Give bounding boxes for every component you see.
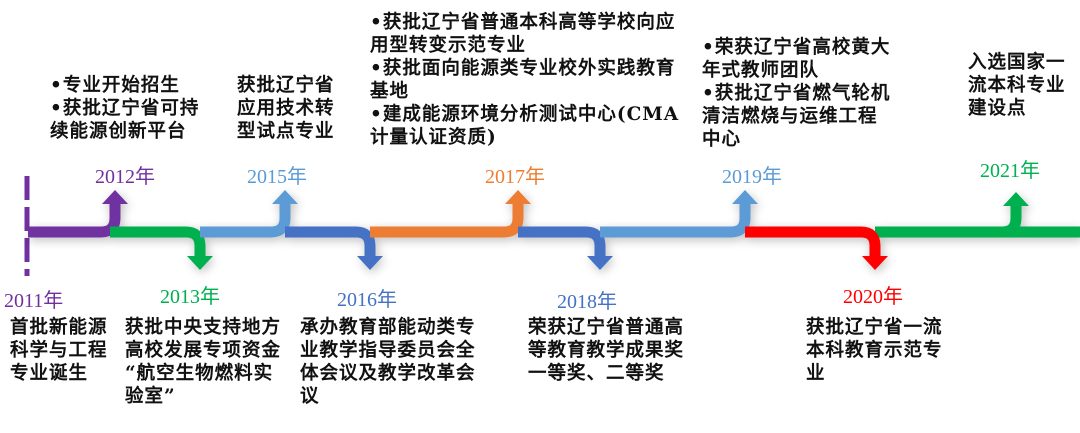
description-line: 议 [300, 386, 320, 407]
arrowhead-2016 [357, 256, 383, 270]
timeline-segment-2019 [600, 204, 751, 238]
description-line: 等教育教学成果奖 [528, 340, 685, 361]
event-description-2019: •荣获辽宁省高校黄大年式教师团队•获批辽宁省燃气轮机清洁燃烧与运维工程中心 [702, 36, 890, 151]
year-label-2015: 2015年 [247, 166, 307, 188]
timeline-segment-2015 [200, 204, 291, 238]
year-label-2020: 2020年 [843, 286, 903, 308]
year-label-2021: 2021年 [980, 160, 1040, 182]
event-description-2016: 承办教育部能动类专业教学指导委员会全体会议及教学改革会议 [300, 316, 476, 408]
description-line: 荣获辽宁省普通高 [528, 317, 685, 338]
description-line: “航空生物燃料实 [125, 363, 274, 384]
event-description-2015: 获批辽宁省应用技术转型试点专业 [237, 74, 335, 143]
year-label-2019: 2019年 [722, 166, 782, 188]
timeline-segment-2016 [285, 226, 376, 256]
year-label-2016: 2016年 [337, 289, 397, 311]
arrowhead-2017 [505, 190, 531, 204]
event-description-2013: 获批中央支持地方高校发展专项资金“航空生物燃料实验室” [125, 316, 281, 408]
description-line: 基地 [370, 81, 410, 102]
description-line: •建成能源环境分析测试中心(CMA [370, 104, 680, 125]
description-line: 业 [806, 363, 826, 384]
description-line: •获批辽宁省可持 [50, 98, 200, 119]
description-line: 应用技术转 [237, 98, 335, 119]
description-line: •获批面向能源类专业校外实践教育 [370, 58, 676, 79]
arrow-2021 [990, 202, 1022, 238]
description-line: 验室” [125, 386, 176, 407]
event-description-2018: 荣获辽宁省普通高等教育教学成果奖一等奖、二等奖 [528, 316, 684, 385]
event-description-2012: •专业开始招生•获批辽宁省可持续能源创新平台 [50, 74, 199, 143]
description-line: •专业开始招生 [50, 75, 180, 96]
description-line: 专业诞生 [10, 363, 89, 384]
description-line: 承办教育部能动类专 [300, 317, 476, 338]
description-line: 一等奖、二等奖 [528, 363, 665, 384]
description-line: 获批辽宁省一流 [806, 317, 943, 338]
event-description-2021: 入选国家一流本科专业建设点 [968, 51, 1066, 120]
year-label-2017: 2017年 [485, 166, 545, 188]
arrowhead-2021 [1003, 192, 1029, 206]
event-description-2017: •获批辽宁省普通本科高等学校向应用型转变示范专业•获批面向能源类专业校外实践教育… [370, 11, 679, 149]
description-line: 建设点 [968, 98, 1027, 119]
event-description-2020: 获批辽宁省一流本科教育示范专业 [806, 316, 943, 385]
description-line: 清洁燃烧与运维工程 [702, 106, 878, 127]
year-label-2011: 2011年 [4, 290, 64, 312]
description-line: 入选国家一 [968, 52, 1066, 73]
description-line: 首批新能源 [10, 317, 108, 338]
description-line: 用型转变示范专业 [370, 35, 527, 56]
description-line: 本科教育示范专 [806, 340, 943, 361]
description-line: 业教学指导委员会全 [300, 340, 476, 361]
year-label-2012: 2012年 [95, 166, 155, 188]
description-line: 计量认证资质) [370, 127, 497, 148]
arrowhead-2013 [187, 256, 213, 270]
description-line: 获批辽宁省 [237, 75, 335, 96]
arrowhead-2020 [862, 256, 888, 270]
description-line: •获批辽宁省普通本科高等学校向应 [370, 12, 676, 33]
description-line: 体会议及教学改革会 [300, 363, 476, 384]
description-line: 流本科专业 [968, 75, 1066, 96]
arrowhead-2018 [587, 256, 613, 270]
arrowhead-2019 [732, 190, 758, 204]
timeline-segment-2018 [518, 226, 606, 256]
timeline-segment-2017 [370, 204, 524, 238]
description-line: 年式教师团队 [702, 60, 820, 81]
description-line: 型试点专业 [237, 121, 335, 142]
description-line: 科学与工程 [10, 340, 108, 361]
event-description-2011: 首批新能源科学与工程专业诞生 [10, 316, 108, 385]
description-line: 获批中央支持地方 [125, 317, 282, 338]
year-label-2018: 2018年 [557, 291, 617, 313]
description-line: 中心 [702, 129, 742, 150]
timeline-segment-2020 [745, 226, 881, 256]
description-line: 续能源创新平台 [50, 121, 187, 142]
arrowhead-2012 [102, 190, 128, 204]
year-label-2013: 2013年 [160, 286, 220, 308]
description-line: 高校发展专项资金 [125, 340, 282, 361]
description-line: •获批辽宁省燃气轮机 [702, 83, 891, 104]
arrowhead-2015 [272, 190, 298, 204]
description-line: •荣获辽宁省高校黄大 [702, 37, 891, 58]
timeline-segment-2012 [28, 204, 121, 238]
timeline-segment-2013 [110, 226, 206, 256]
